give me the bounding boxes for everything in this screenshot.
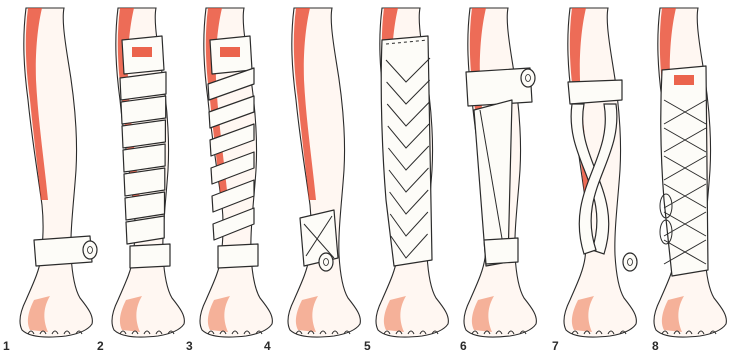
step-number-4: 4 [264,339,271,353]
step-number-6: 6 [460,339,467,353]
bandage-roll [319,253,333,271]
step-number-1: 1 [3,339,10,353]
bandaging-step-3 [200,8,272,337]
bandage-turn [484,238,518,264]
bandage-roll [623,253,637,271]
bandaging-step-6 [464,8,536,337]
bandage-turn [218,244,258,268]
bandaging-step-1 [20,8,97,337]
step-number-3: 3 [186,339,193,353]
bandaging-step-4 [288,8,360,337]
bandage-pin [220,47,240,57]
bandage-turn [130,244,170,268]
step-number-2: 2 [97,339,104,353]
bandage-turn [568,80,622,104]
bandage-turn [661,66,708,276]
bandage-pin [674,75,694,85]
bandaging-step-8 [654,8,726,337]
step-number-7: 7 [552,339,559,353]
bandage-roll [521,69,535,87]
bandage-pin [132,47,152,57]
bandaging-step-7 [564,8,637,337]
bandaging-step-2 [112,8,184,337]
step-number-8: 8 [652,339,659,353]
step-number-5: 5 [364,339,371,353]
bandage-roll [83,241,97,259]
bandaging-step-5 [376,8,448,337]
